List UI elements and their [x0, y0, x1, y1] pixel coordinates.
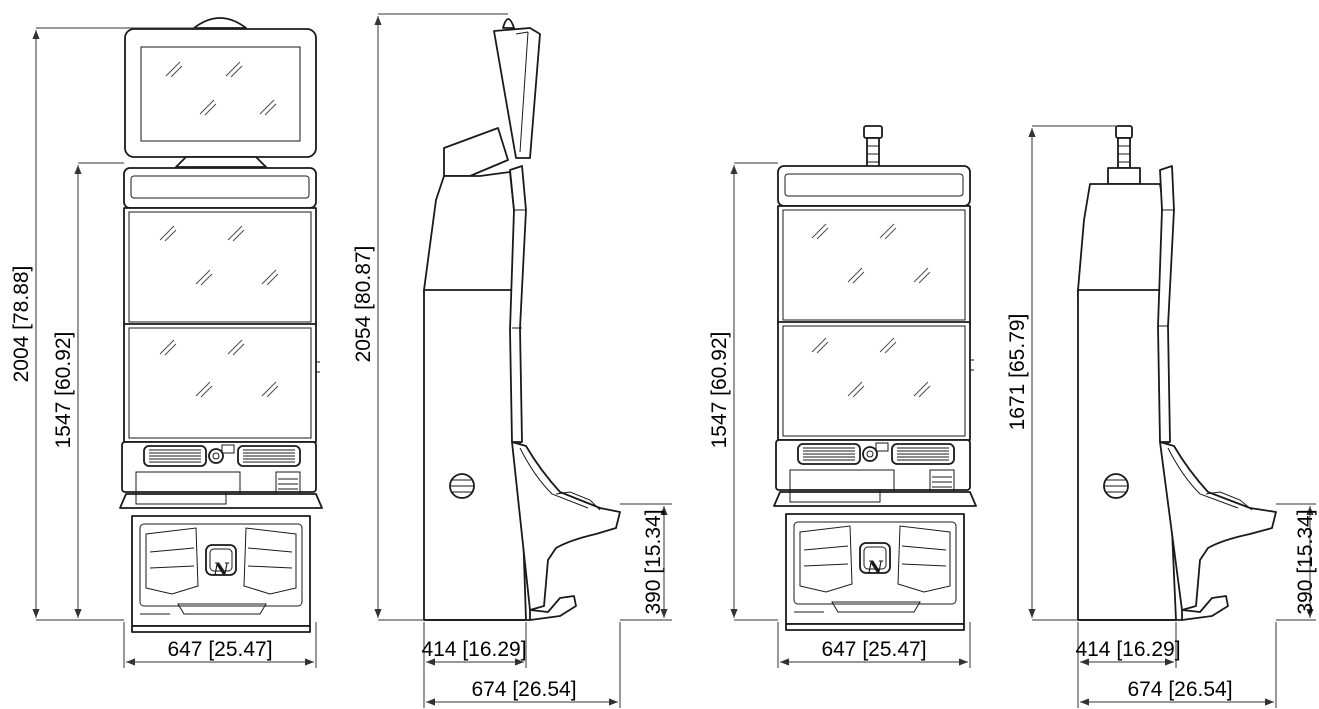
front-tall-total-height-label: 2004 [78.88]: [10, 266, 33, 383]
brand-logo-icon: N: [866, 558, 884, 578]
front-short-width-label: 647 [25.47]: [821, 638, 926, 661]
brand-logo-icon: N: [212, 560, 230, 580]
side-tall-deck-height-label: 390 [15.34]: [642, 509, 665, 614]
front-tall-dimensions: 2004 [78.88] 1547 [60.92] 647 [25.47]: [10, 27, 317, 668]
side-view-tall: [423, 18, 621, 621]
side-tall-total-height-label: 2054 [80.87]: [352, 246, 375, 363]
front-view-tall: [120, 17, 322, 632]
side-tall-base-depth-label: 414 [16.29]: [421, 638, 526, 661]
side-short-deck-height-label: 390 [15.34]: [1294, 509, 1317, 614]
front-view-short: [774, 125, 976, 630]
side-short-base-depth-label: 414 [16.29]: [1075, 638, 1180, 661]
side-short-total-height-label: 1671 [65.79]: [1006, 314, 1029, 431]
side-short-total-depth-label: 674 [26.54]: [1127, 678, 1232, 701]
front-short-dimensions: 1547 [60.92] 647 [25.47]: [708, 162, 971, 668]
front-tall-width-label: 647 [25.47]: [167, 638, 272, 661]
side-tall-dimensions: 2054 [80.87] 390 [15.34] 414 [16.29] 674…: [352, 13, 672, 708]
side-tall-total-depth-label: 674 [26.54]: [471, 678, 576, 701]
side-short-dimensions: 1671 [65.79] 390 [15.34] 414 [16.29] 674…: [1006, 125, 1317, 708]
side-view-short: [1077, 125, 1277, 621]
front-tall-cabinet-height-label: 1547 [60.92]: [52, 332, 75, 449]
front-short-cabinet-height-label: 1547 [60.92]: [708, 332, 731, 449]
